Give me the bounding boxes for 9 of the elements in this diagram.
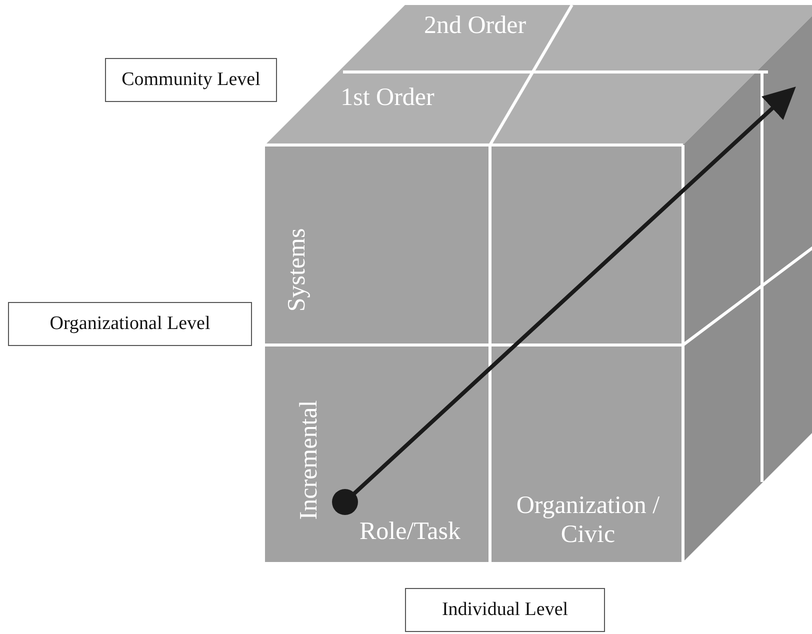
face-label: Systems: [284, 228, 312, 312]
face-label: 1st Order: [340, 84, 436, 113]
face-label: Incremental: [296, 400, 324, 520]
level-box: Individual Level: [405, 588, 605, 632]
face-label: Role/Task: [358, 518, 462, 547]
face-label: 2nd Order: [422, 12, 528, 41]
face-label: Organization / Civic: [515, 492, 661, 550]
level-box: Organizational Level: [8, 302, 252, 346]
level-box: Community Level: [105, 58, 277, 102]
